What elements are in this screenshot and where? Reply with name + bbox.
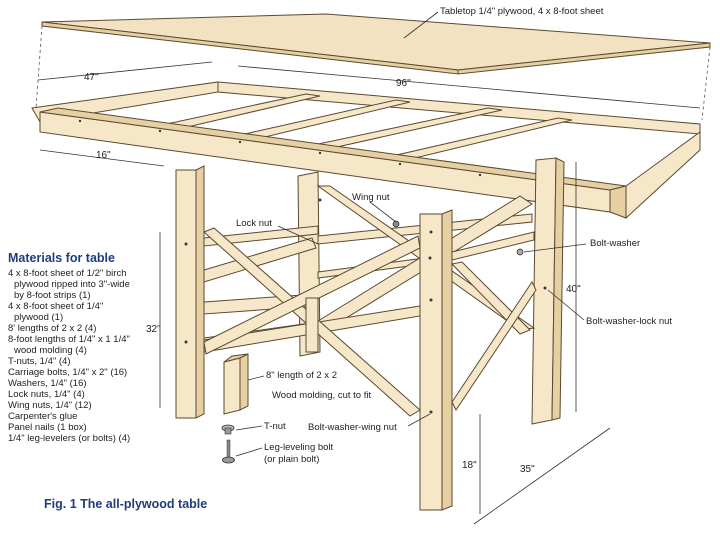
dim-16-label: 16" xyxy=(96,150,111,161)
materials-panel: Materials for table 4 x 8-foot sheet of … xyxy=(8,251,130,444)
dash-left xyxy=(35,25,43,109)
materials-line: T-nuts, 1/4" (4) xyxy=(8,356,71,367)
materials-title: Materials for table xyxy=(8,251,115,265)
materials-line: Washers, 1/4" (16) xyxy=(8,378,87,389)
leader-tabletop xyxy=(403,11,439,39)
label-bolt-washer: Bolt-washer xyxy=(590,238,640,249)
dim-32-label: 32" xyxy=(146,324,161,335)
leg-front-left-side xyxy=(195,165,205,419)
label-2x2: 8" length of 2 x 2 xyxy=(266,370,337,381)
label-t-nut: T-nut xyxy=(264,421,286,432)
leader-t-nut xyxy=(235,425,263,431)
leg-back-right-side xyxy=(551,157,565,421)
materials-line: 1/4" leg-levelers (or bolts) (4) xyxy=(8,433,130,444)
leader-leg-leveling-bolt xyxy=(235,447,263,457)
materials-line: 8-foot lengths of 1/4" x 1 1/4" xyxy=(8,334,130,345)
leader-bolt-washer-lock-nut xyxy=(547,289,585,321)
leg-front-right-side xyxy=(441,209,453,511)
leader-wing-nut xyxy=(369,201,397,223)
dim-35-label: 35" xyxy=(520,464,535,475)
materials-line: Lock nuts, 1/4" (4) xyxy=(8,389,85,400)
label-lock-nut: Lock nut xyxy=(236,218,272,229)
right-x-brace-a xyxy=(451,261,531,335)
materials-list: 4 x 8-foot sheet of 1/2" birch plywood r… xyxy=(8,268,130,444)
materials-line: 8' lengths of 2 x 2 (4) xyxy=(8,323,96,334)
leg-leveling-bolt-icon xyxy=(222,439,235,464)
label-plain-bolt: (or plain bolt) xyxy=(264,454,319,465)
frame-right-rail-end xyxy=(609,185,627,219)
dim-47-label: 47" xyxy=(84,72,99,83)
label-bolt-washer-wing-nut: Bolt-washer-wing nut xyxy=(308,422,397,433)
materials-line: wood molding (4) xyxy=(13,345,87,356)
dim-40-label: 40" xyxy=(566,284,581,295)
leader-bolt-washer xyxy=(523,243,587,253)
dim-18-label: 18" xyxy=(462,460,477,471)
materials-line: Carpenter's glue xyxy=(8,411,77,422)
leader-lock-nut xyxy=(277,225,319,245)
t-nut-icon xyxy=(221,424,235,435)
figure-caption: Fig. 1 The all-plywood table xyxy=(44,497,207,511)
materials-line: by 8-foot strips (1) xyxy=(14,290,91,301)
leg-holes xyxy=(184,198,547,414)
frame-right-rail xyxy=(625,131,701,220)
dim-35-line xyxy=(473,427,611,525)
leader-bolt-washer-wing-nut xyxy=(407,413,431,427)
dim-16-line xyxy=(39,149,165,167)
materials-line: Wing nuts, 1/4" (12) xyxy=(8,400,92,411)
label-bolt-washer-lock-nut: Bolt-washer-lock nut xyxy=(586,316,672,327)
dim-96-line xyxy=(237,65,701,109)
right-x-brace-b xyxy=(451,281,537,411)
materials-line: plywood (1) xyxy=(14,312,63,323)
leg-front-left xyxy=(175,169,197,419)
materials-line: plywood ripped into 3"-wide xyxy=(14,279,130,290)
materials-line: Panel nails (1 box) xyxy=(8,422,87,433)
dim-96-label: 96" xyxy=(396,78,411,89)
left-x-brace-a xyxy=(203,237,317,283)
label-tabletop: Tabletop 1/4" plywood, 4 x 8-foot sheet xyxy=(440,6,604,17)
materials-line: 4 x 8-foot sheet of 1/4" xyxy=(8,301,103,312)
materials-line: 4 x 8-foot sheet of 1/2" birch xyxy=(8,268,127,279)
dim-47-line xyxy=(37,61,213,81)
leader-2x2 xyxy=(247,375,265,381)
label-wing-nut: Wing nut xyxy=(352,192,390,203)
label-wood-molding: Wood molding, cut to fit xyxy=(272,390,371,401)
block-2x2-side xyxy=(239,353,249,411)
bolt-washer-icon xyxy=(516,248,524,256)
block-2x2 xyxy=(223,357,241,415)
label-leg-leveling-bolt: Leg-leveling bolt xyxy=(264,442,334,453)
materials-line: Carriage bolts, 1/4" x 2" (16) xyxy=(8,367,127,378)
center-post xyxy=(305,297,319,353)
dash-right xyxy=(701,46,711,121)
wing-nut-icon xyxy=(392,220,400,228)
right-brace-upper xyxy=(451,231,535,261)
